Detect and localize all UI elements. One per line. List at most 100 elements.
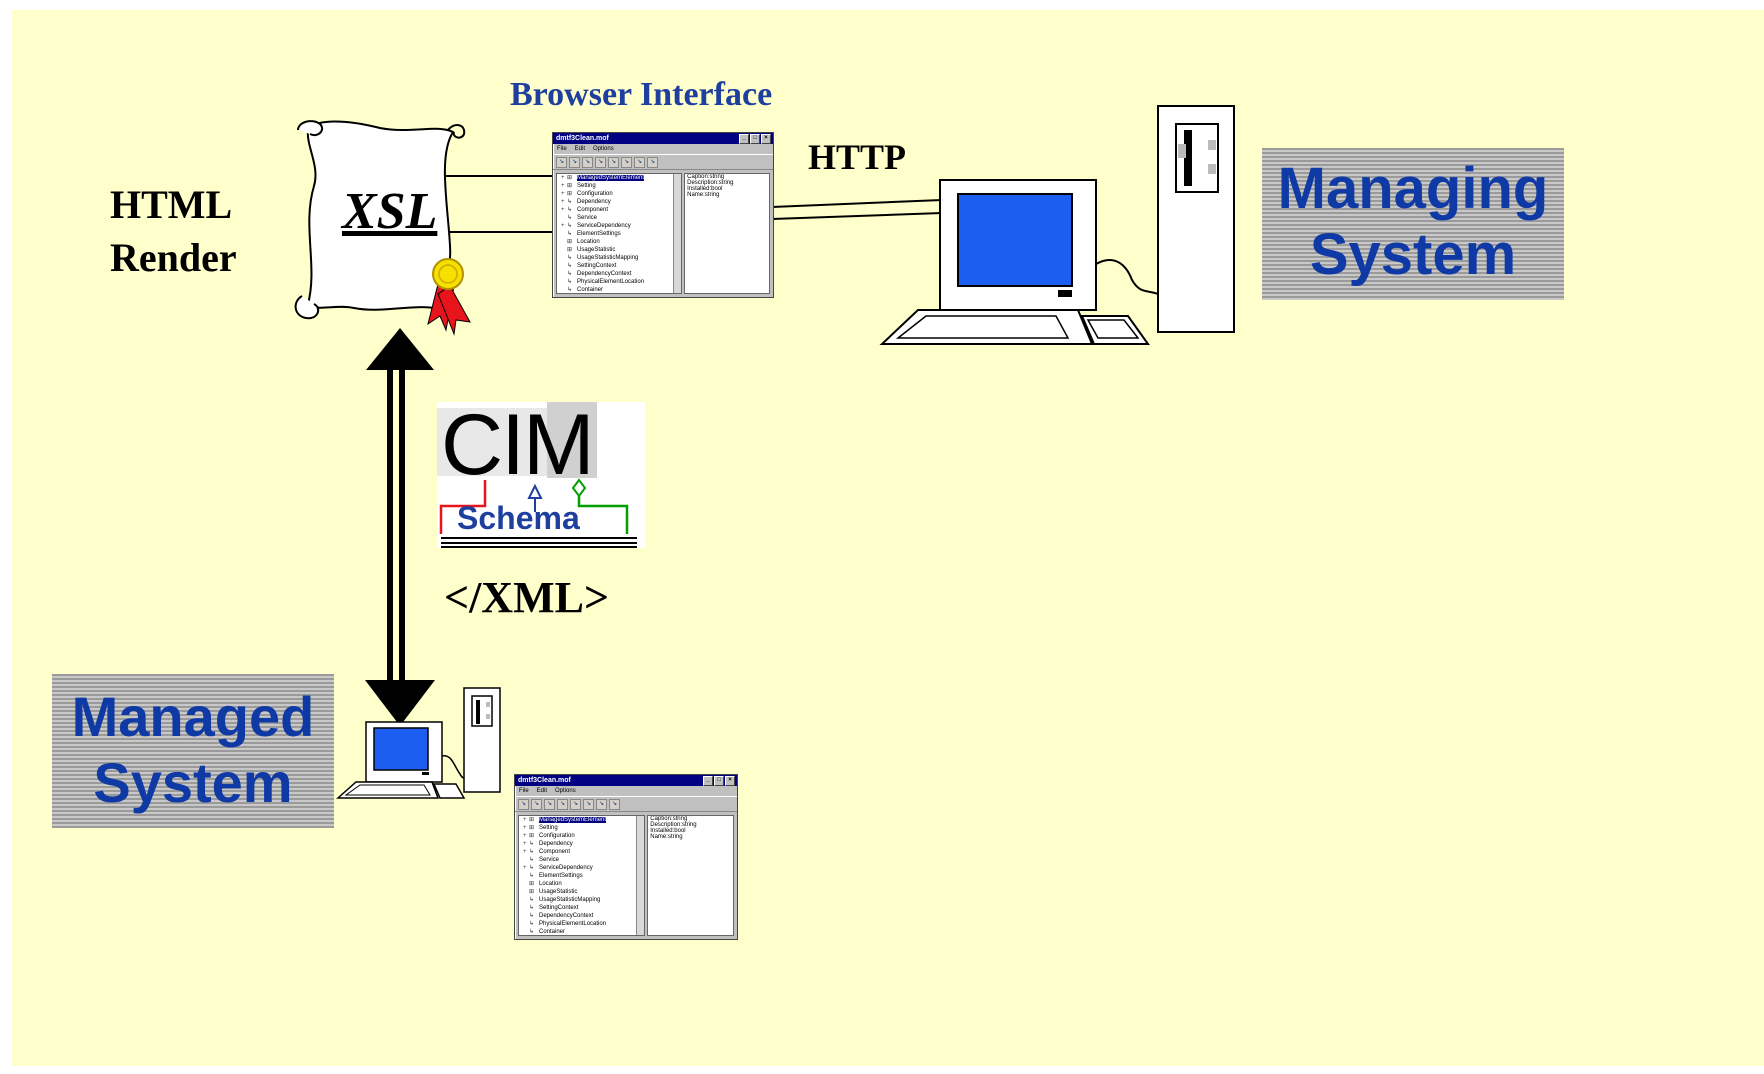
tree-row[interactable]: +⊞ManagedSystemElement: [561, 175, 645, 181]
class-tree[interactable]: +⊞ManagedSystemElement +⊞Setting +⊞Confi…: [556, 173, 683, 294]
tree-row[interactable]: +⊞Setting: [561, 183, 596, 189]
managed-computer-icon: [336, 687, 501, 799]
xml-label: </XML>: [444, 573, 610, 622]
double-arrow-icon: [365, 328, 435, 726]
tree-row[interactable]: ↳Service: [567, 215, 598, 221]
tree-row[interactable]: ↳DependencyContext: [529, 913, 594, 919]
close-button[interactable]: ×: [761, 133, 771, 144]
property-row: Caption:string: [650, 816, 688, 822]
toolbar-button[interactable]: ↘: [518, 798, 529, 810]
minimize-button[interactable]: _: [703, 775, 713, 786]
tree-row[interactable]: ↳SettingContext: [529, 905, 579, 911]
property-row: Description:string: [687, 180, 734, 186]
property-row: Installed:bool: [687, 186, 723, 192]
tree-row[interactable]: ↳Container: [567, 287, 604, 293]
tree-row[interactable]: +↳Component: [523, 849, 571, 855]
maximize-button[interactable]: □: [750, 133, 760, 144]
http-label: HTTP: [808, 137, 907, 177]
toolbar-button[interactable]: ↘: [621, 156, 632, 168]
toolbar-button[interactable]: ↘: [544, 798, 555, 810]
window-title: dmtf3Clean.mof: [556, 135, 609, 142]
schema-connectors-icon: [439, 478, 637, 548]
tree-row[interactable]: ↳ElementSettings: [529, 873, 583, 879]
toolbar-button[interactable]: ↘: [609, 798, 620, 810]
tree-row[interactable]: ↳PhysicalElementLocation: [567, 279, 645, 285]
minimize-button[interactable]: _: [739, 133, 749, 144]
tree-row[interactable]: ↳ElementSettings: [567, 231, 621, 237]
cim-text: CIM: [441, 397, 595, 493]
window-toolbar: ↘ ↘ ↘ ↘ ↘ ↘ ↘ ↘: [515, 796, 737, 812]
tree-scrollbar[interactable]: [636, 816, 645, 935]
tree-row[interactable]: +↳ServiceDependency: [561, 223, 631, 229]
toolbar-button[interactable]: ↘: [582, 156, 593, 168]
toolbar-button[interactable]: ↘: [608, 156, 619, 168]
window-toolbar: ↘ ↘ ↘ ↘ ↘ ↘ ↘ ↘: [553, 154, 773, 170]
menu-file[interactable]: File: [557, 146, 567, 152]
window-menubar: File Edit Options: [515, 786, 737, 796]
scroll-icon: [294, 120, 471, 336]
tree-row[interactable]: ↳Container: [529, 929, 566, 935]
html-render-label: HTML Render: [110, 178, 237, 284]
tree-scrollbar[interactable]: [673, 174, 682, 293]
tree-row[interactable]: ↳UsageStatisticMapping: [529, 897, 601, 903]
tree-row[interactable]: +⊞ManagedSystemElement: [523, 817, 607, 823]
tree-row[interactable]: ⊞UsageStatistic: [567, 247, 616, 253]
property-row: Caption:string: [687, 174, 725, 180]
tree-row[interactable]: +⊞Configuration: [561, 191, 613, 197]
menu-edit[interactable]: Edit: [574, 146, 586, 152]
menu-edit[interactable]: Edit: [536, 788, 548, 794]
tree-row[interactable]: +⊞Setting: [523, 825, 558, 831]
tree-row[interactable]: +⊞Configuration: [523, 833, 575, 839]
toolbar-button[interactable]: ↘: [595, 156, 606, 168]
tree-row[interactable]: ⊞UsageStatistic: [529, 889, 578, 895]
tower-icon: [1157, 105, 1235, 333]
property-pane: Caption:string Description:string Instal…: [684, 173, 770, 294]
managing-system-box: Managing System: [1262, 148, 1564, 300]
tree-row[interactable]: +↳Dependency: [561, 199, 611, 205]
tree-row[interactable]: +↳Component: [561, 207, 609, 213]
managed-system-line2: System: [93, 751, 293, 814]
window-titlebar: dmtf3Clean.mof _ □ ×: [553, 133, 773, 144]
class-tree[interactable]: +⊞ManagedSystemElement +⊞Setting +⊞Confi…: [518, 815, 646, 936]
toolbar-button[interactable]: ↘: [556, 156, 567, 168]
tree-row[interactable]: ↳DependencyContext: [567, 271, 632, 277]
tree-row[interactable]: +↳ServiceDependency: [523, 865, 593, 871]
toolbar-button[interactable]: ↘: [596, 798, 607, 810]
cim-schema-logo: CIM Schema: [437, 397, 645, 548]
toolbar-button[interactable]: ↘: [570, 798, 581, 810]
tree-row[interactable]: ↳SettingContext: [567, 263, 617, 269]
html-render-line1: HTML: [110, 182, 233, 227]
schema-text: Schema: [457, 500, 580, 536]
desktop-computer-icon: [879, 105, 1235, 345]
menu-options[interactable]: Options: [555, 788, 576, 794]
maximize-button[interactable]: □: [714, 775, 724, 786]
tree-row[interactable]: ↳Service: [529, 857, 560, 863]
managed-system-line1: Managed: [71, 685, 315, 748]
toolbar-button[interactable]: ↘: [634, 156, 645, 168]
toolbar-button[interactable]: ↘: [557, 798, 568, 810]
tree-row[interactable]: ⊞Location: [529, 881, 562, 887]
close-button[interactable]: ×: [725, 775, 735, 786]
window-panes: +⊞ManagedSystemElement +⊞Setting +⊞Confi…: [518, 815, 734, 936]
tree-row[interactable]: +↳Dependency: [523, 841, 573, 847]
toolbar-button[interactable]: ↘: [569, 156, 580, 168]
property-row: Name:string: [687, 192, 720, 198]
property-row: Installed:bool: [650, 828, 686, 834]
tree-row[interactable]: ⊞Location: [567, 239, 600, 245]
window-menubar: File Edit Options: [553, 144, 773, 154]
toolbar-button[interactable]: ↘: [647, 156, 658, 168]
window-titlebar: dmtf3Clean.mof _ □ ×: [515, 775, 737, 786]
tower-icon: [463, 687, 501, 793]
connector-lines: [365, 175, 943, 726]
menu-options[interactable]: Options: [593, 146, 614, 152]
managed-browser-window: dmtf3Clean.mof _ □ × File Edit Options ↘…: [514, 774, 738, 940]
menu-file[interactable]: File: [519, 788, 529, 794]
managed-system-box: Managed System: [52, 674, 334, 828]
property-pane: Caption:string Description:string Instal…: [647, 815, 734, 936]
toolbar-button[interactable]: ↘: [583, 798, 594, 810]
tree-row[interactable]: ↳UsageStatisticMapping: [567, 255, 639, 261]
managing-system-line1: Managing: [1277, 156, 1549, 221]
tree-row[interactable]: ↳PhysicalElementLocation: [529, 921, 607, 927]
property-row: Description:string: [650, 822, 697, 828]
toolbar-button[interactable]: ↘: [531, 798, 542, 810]
